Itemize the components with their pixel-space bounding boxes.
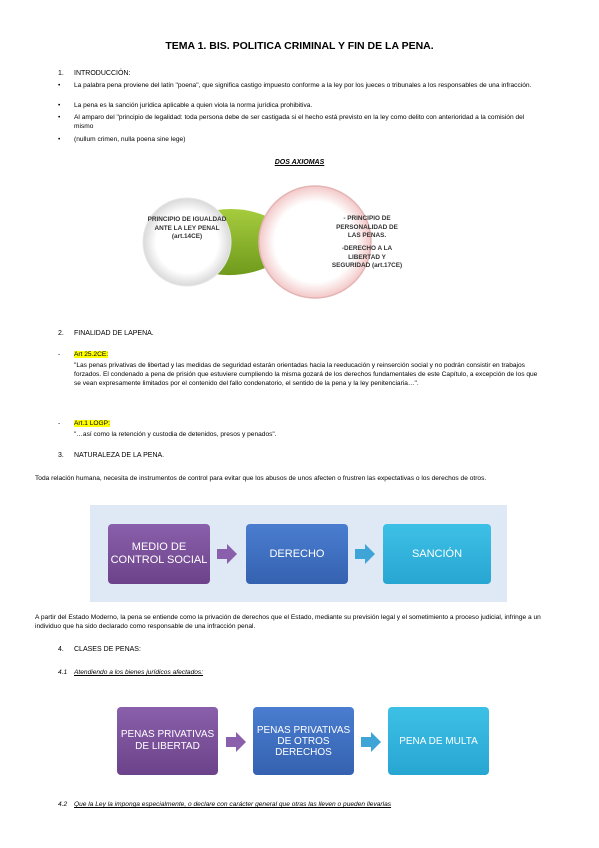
- axioms-diagram: [142, 185, 372, 299]
- right-circle-text-1: - PRINCIPIO DE PERSONALIDAD DE LAS PENAS…: [336, 215, 398, 240]
- flow-box-privativas-otros: PENAS PRIVATIVAS DE OTROS DERECHOS: [253, 707, 354, 775]
- bullet-dash: -: [58, 420, 61, 427]
- section-heading-finalidad: FINALIDAD DE LAPENA.: [74, 330, 154, 337]
- subsection-heading-bienes: Atendiendo a los bienes jurídicos afecta…: [74, 669, 204, 676]
- subsection-number: 4.2: [58, 801, 68, 808]
- right-circle: [258, 185, 372, 299]
- flow-box-control-social: MEDIO DE CONTROL SOCIAL: [108, 524, 210, 584]
- article-label-logp: Art.1 LOGP:: [74, 420, 110, 427]
- flow-box-sancion: SANCIÓN: [383, 524, 491, 584]
- page-title: TEMA 1. BIS. POLITICA CRIMINAL Y FIN DE …: [165, 40, 434, 52]
- axioms-heading: DOS AXIOMAS: [274, 159, 325, 166]
- section-heading-clases: CLASES DE PENAS:: [74, 646, 141, 653]
- section-heading-naturaleza: NATURALEZA DE LA PENA.: [74, 452, 165, 459]
- bullet-icon: •: [58, 136, 61, 143]
- arrow-right-icon: [226, 732, 246, 752]
- arrow-right-icon: [355, 544, 375, 564]
- arrow-right-icon: [361, 732, 381, 752]
- bullet-icon: •: [58, 102, 61, 109]
- arrow-right-icon: [217, 544, 237, 564]
- left-circle-text: PRINCIPIO DE IGUALDAD ANTE LA LEY PENAL …: [147, 216, 227, 241]
- right-circle-text-2: -DERECHO A LA LIBERTAD Y SEGURIDAD (art.…: [331, 245, 403, 270]
- paragraph-naturaleza: Toda relación humana, necesita de instru…: [35, 475, 487, 482]
- subsection-number: 4.1: [58, 669, 68, 676]
- bullet-icon: •: [58, 114, 61, 121]
- section-number: 2.: [58, 330, 64, 337]
- flow-box-multa: PENA DE MULTA: [388, 707, 489, 775]
- flow-box-privativas-libertad: PENAS PRIVATIVAS DE LIBERTAD: [117, 707, 218, 775]
- article-text-logp: "…así como la retención y custodia de de…: [74, 431, 277, 438]
- section-number: 3.: [58, 452, 64, 459]
- bullet-icon: •: [58, 82, 61, 89]
- bullet-dash: -: [58, 351, 61, 358]
- paragraph-estado-moderno: A partir del Estado Moderno, la pena se …: [35, 614, 541, 631]
- section-heading-intro: INTRODUCCIÓN:: [74, 70, 131, 77]
- section-number: 4.: [58, 646, 64, 653]
- subsection-heading-ley: Que la Ley la imponga especialmente, o d…: [74, 801, 392, 808]
- article-label-25: Art 25.2CE:: [74, 351, 109, 358]
- flow-box-derecho: DERECHO: [246, 524, 348, 584]
- section-number: 1.: [58, 70, 64, 77]
- left-circle: [142, 197, 232, 287]
- article-text-25: "Las penas privativas de libertad y las …: [74, 362, 538, 388]
